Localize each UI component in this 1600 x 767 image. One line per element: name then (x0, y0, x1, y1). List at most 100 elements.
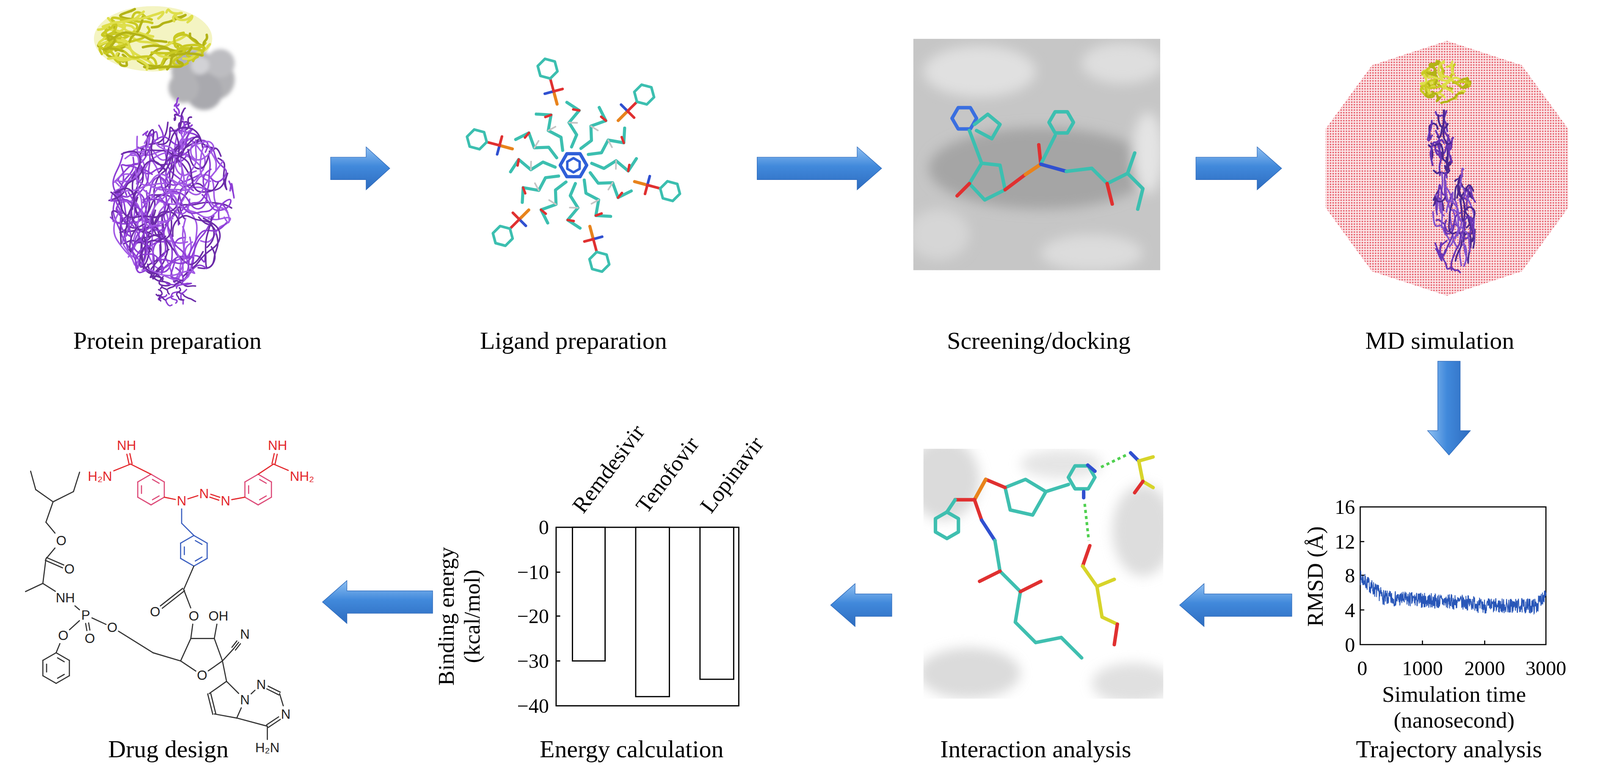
oxygen-stick (584, 239, 594, 242)
bond-line (164, 497, 176, 500)
phosphorus-stick (974, 479, 986, 500)
ribbon (1429, 61, 1439, 75)
bond-line (56, 675, 70, 684)
atom-label: O (64, 561, 75, 577)
nitrogen-stick (544, 91, 554, 94)
ribbon (205, 217, 216, 268)
residue-stick (1097, 579, 1115, 587)
bond-line (42, 660, 44, 676)
ring-stick (1048, 111, 1074, 133)
bond-line (137, 482, 139, 498)
bond-line (207, 693, 213, 715)
oxygen-stick (1005, 174, 1026, 190)
hydrogen-stick (591, 158, 637, 172)
atom-label: NH (55, 590, 75, 606)
ring-stick (660, 181, 681, 202)
bond-line (46, 664, 48, 672)
bond-line (45, 548, 55, 560)
bond-line (259, 496, 267, 500)
flow-arrow (1427, 361, 1471, 456)
tick-label: 16 (1334, 495, 1355, 519)
ribbon (1441, 152, 1449, 170)
bond-line (56, 643, 61, 653)
ribbon (1421, 85, 1443, 90)
bond-line (45, 560, 63, 569)
hydrogen-bond (1084, 503, 1090, 541)
oxygen-stick (628, 165, 629, 172)
ribbon (107, 57, 148, 70)
atom-label: N (240, 692, 250, 708)
bond-line (113, 463, 131, 471)
axis-label: Simulation time (nanosecond) (1346, 681, 1562, 734)
bond-line (193, 535, 207, 544)
step-panel: Screening/docking (887, 30, 1190, 356)
flow-arrow (330, 146, 390, 190)
oxygen-stick (979, 571, 1000, 582)
bond-line (140, 485, 143, 494)
oxygen-stick (593, 239, 597, 252)
bond-line (231, 497, 245, 500)
tick (1360, 609, 1365, 611)
oxygen-stick (985, 479, 1006, 488)
bond-line (151, 474, 165, 482)
ribbon (1438, 110, 1445, 127)
carbon-stick (522, 176, 559, 203)
ribbon (151, 44, 204, 54)
rmsd-trace (1360, 570, 1546, 614)
hydrogen-stick (535, 183, 539, 191)
atom-label: O (188, 608, 199, 624)
phosphorus-stick (519, 209, 529, 220)
bond-line (181, 508, 183, 524)
ring-stick (589, 251, 610, 272)
tick (556, 660, 561, 662)
ribbon (109, 32, 167, 42)
ribbon (192, 187, 229, 223)
bond-line (251, 690, 255, 695)
hydrogen-bond (1100, 455, 1127, 468)
ribbon (179, 108, 185, 128)
oxygen-stick (1134, 481, 1143, 493)
bond-line (210, 494, 220, 498)
flow-arrow (830, 583, 892, 627)
step-panel: Interaction analysis (897, 438, 1174, 764)
ribbon (1467, 217, 1475, 237)
atom-label: O (84, 631, 95, 647)
oxygen-stick (627, 101, 638, 111)
nitrogen-stick (1040, 164, 1067, 172)
plot-frame (1360, 507, 1546, 645)
step-panel: Energy calculation (438, 418, 825, 764)
oxygen-stick (523, 187, 526, 194)
ribbon (156, 289, 163, 296)
atom-label: OH (208, 608, 229, 624)
hydrogen-stick (536, 113, 563, 151)
ribbon (1427, 120, 1432, 141)
ribbon (1460, 185, 1474, 223)
oxygen-stick (517, 159, 519, 166)
phosphorus-stick (1025, 164, 1041, 175)
bond-line (214, 624, 217, 639)
step-panel: Drug design (20, 428, 317, 764)
bar-label: Tenofovir (630, 432, 705, 519)
nitrogen-stick (647, 176, 650, 185)
ring-stick (951, 107, 977, 129)
bar (635, 527, 670, 697)
bond-line (129, 453, 133, 464)
carbon-stick (591, 158, 637, 172)
bond-line (209, 681, 227, 694)
bond-line (258, 497, 272, 505)
docked-ligand (951, 107, 1143, 209)
ribbon (121, 151, 141, 179)
ribbon (1432, 212, 1450, 241)
hydrogen-stick (568, 121, 577, 124)
binding-interactions (935, 452, 1154, 658)
hydrogen-stick (534, 140, 539, 148)
solvent-box (1325, 40, 1569, 296)
bond-line (151, 497, 165, 505)
bond-line (272, 453, 275, 464)
bar-label: Lopinavir (694, 431, 769, 519)
ribbon (174, 114, 179, 121)
bond-line (267, 686, 281, 693)
bond-stick (974, 114, 1000, 139)
bond-line (214, 714, 237, 719)
